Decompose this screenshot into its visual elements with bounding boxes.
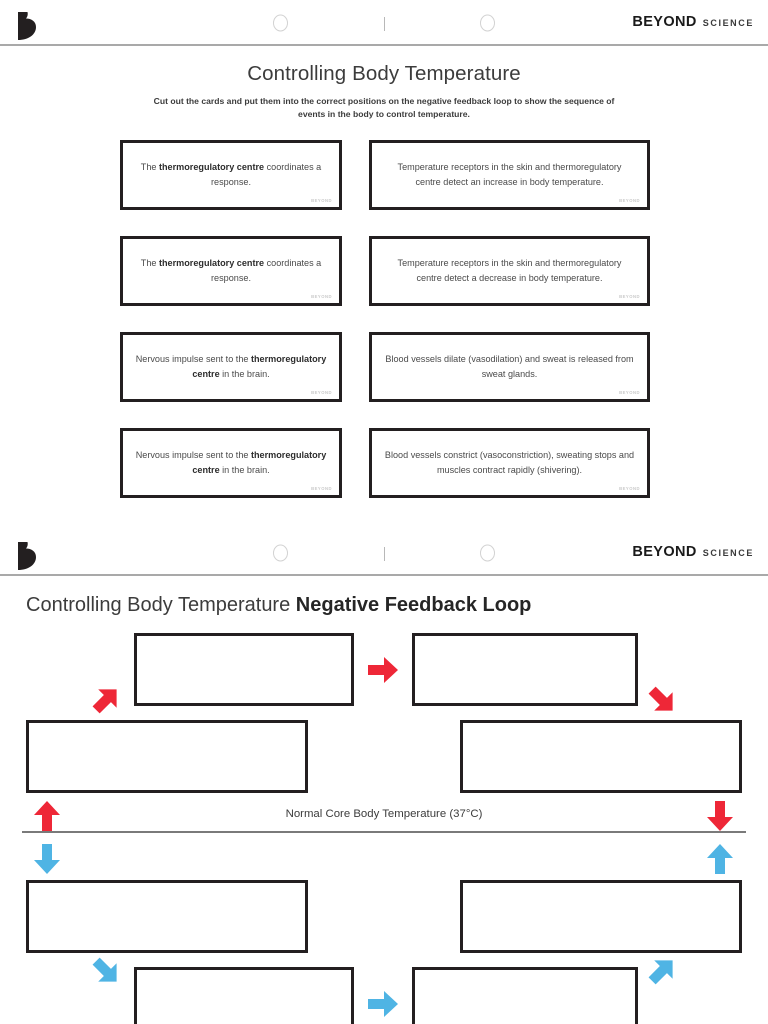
page-2-header: BEYOND SCIENCE bbox=[0, 529, 768, 576]
arrow-red-up bbox=[30, 799, 64, 833]
normal-core-temperature-label: Normal Core Body Temperature (37°C) bbox=[285, 807, 483, 820]
brand-name-primary: BEYOND bbox=[632, 543, 697, 560]
brand-name-secondary: SCIENCE bbox=[702, 547, 754, 558]
card-watermark: BEYOND bbox=[311, 197, 332, 203]
cut-out-card-grid: The thermoregulatory centre coordinates … bbox=[0, 139, 768, 508]
instructions-text: Cut out the cards and put them into the … bbox=[153, 96, 615, 120]
box-upper-left[interactable] bbox=[26, 719, 308, 793]
card-watermark: BEYOND bbox=[311, 293, 332, 299]
card-watermark: BEYOND bbox=[311, 485, 332, 491]
brand-wordmark: BEYOND SCIENCE bbox=[632, 14, 754, 30]
card-watermark: BEYOND bbox=[619, 485, 640, 491]
brand-name-secondary: SCIENCE bbox=[702, 18, 754, 28]
card-watermark: BEYOND bbox=[619, 389, 640, 395]
page-2-title-bold: Negative Feedback Loop bbox=[295, 593, 532, 616]
page-2-title: Controlling Body Temperature Negative Fe… bbox=[26, 594, 768, 617]
card-vasodilation[interactable]: Blood vessels dilate (vasodilation) and … bbox=[369, 331, 650, 402]
arrow-red-right bbox=[366, 654, 400, 686]
punch-hole-right-icon bbox=[480, 544, 495, 562]
box-bottom-right[interactable] bbox=[412, 966, 638, 1024]
card-watermark: BEYOND bbox=[619, 293, 640, 299]
worksheet-page-1: BEYOND SCIENCE Controlling Body Temperat… bbox=[0, 0, 768, 508]
card-watermark: BEYOND bbox=[619, 197, 640, 203]
card-text: Temperature receptors in the skin and th… bbox=[397, 257, 622, 283]
normal-temperature-rule bbox=[22, 830, 746, 833]
brand-wordmark: BEYOND SCIENCE bbox=[632, 544, 754, 560]
box-top-left[interactable] bbox=[134, 632, 354, 706]
arrow-blue-right bbox=[366, 988, 400, 1020]
punch-hole-left-icon bbox=[273, 14, 288, 32]
worksheet-page-2: BEYOND SCIENCE Controlling Body Temperat… bbox=[0, 529, 768, 1024]
card-nervous-impulse-1[interactable]: Nervous impulse sent to the thermoregula… bbox=[120, 331, 342, 402]
card-coordinates-response-2[interactable]: The thermoregulatory centre coordinates … bbox=[120, 235, 342, 306]
card-text: The thermoregulatory centre coordinates … bbox=[140, 257, 322, 283]
card-watermark: BEYOND bbox=[311, 389, 332, 395]
arrow-blue-diag-up-right bbox=[644, 953, 680, 989]
card-nervous-impulse-2[interactable]: Nervous impulse sent to the thermoregula… bbox=[120, 427, 342, 498]
page-title: Controlling Body Temperature bbox=[247, 62, 521, 85]
center-tick-icon bbox=[384, 546, 386, 561]
card-vasoconstriction[interactable]: Blood vessels constrict (vasoconstrictio… bbox=[369, 427, 650, 498]
box-bottom-left[interactable] bbox=[134, 966, 354, 1024]
arrow-blue-down bbox=[30, 842, 64, 876]
punch-hole-right-icon bbox=[480, 14, 495, 32]
center-tick-icon bbox=[384, 17, 386, 31]
page-2-title-light: Controlling Body Temperature bbox=[26, 593, 296, 616]
card-text: The thermoregulatory centre coordinates … bbox=[140, 161, 322, 187]
beyond-b-logo-icon bbox=[14, 11, 40, 41]
arrow-red-down bbox=[703, 799, 737, 833]
box-top-right[interactable] bbox=[412, 632, 638, 706]
arrow-red-diag-down-right bbox=[644, 682, 680, 718]
box-upper-right[interactable] bbox=[460, 719, 742, 793]
arrow-red-diag-up-right bbox=[88, 682, 124, 718]
card-receptors-decrease[interactable]: Temperature receptors in the skin and th… bbox=[369, 235, 650, 306]
negative-feedback-loop-diagram: Normal Core Body Temperature (37°C) bbox=[0, 627, 768, 1024]
punch-hole-left-icon bbox=[273, 544, 288, 562]
card-coordinates-response-1[interactable]: The thermoregulatory centre coordinates … bbox=[120, 139, 342, 210]
beyond-b-logo-icon bbox=[14, 541, 40, 571]
arrow-blue-up bbox=[703, 842, 737, 876]
box-lower-left[interactable] bbox=[26, 879, 308, 953]
card-text: Blood vessels constrict (vasoconstrictio… bbox=[384, 449, 635, 475]
card-text: Nervous impulse sent to the thermoregula… bbox=[135, 449, 327, 475]
card-text: Temperature receptors in the skin and th… bbox=[397, 161, 622, 187]
box-lower-right[interactable] bbox=[460, 879, 742, 953]
card-text: Blood vessels dilate (vasodilation) and … bbox=[385, 353, 634, 379]
page-1-header: BEYOND SCIENCE bbox=[0, 0, 768, 46]
arrow-blue-diag-down-right bbox=[88, 953, 124, 989]
brand-name-primary: BEYOND bbox=[632, 14, 697, 30]
card-receptors-increase[interactable]: Temperature receptors in the skin and th… bbox=[369, 139, 650, 210]
card-text: Nervous impulse sent to the thermoregula… bbox=[135, 353, 327, 379]
